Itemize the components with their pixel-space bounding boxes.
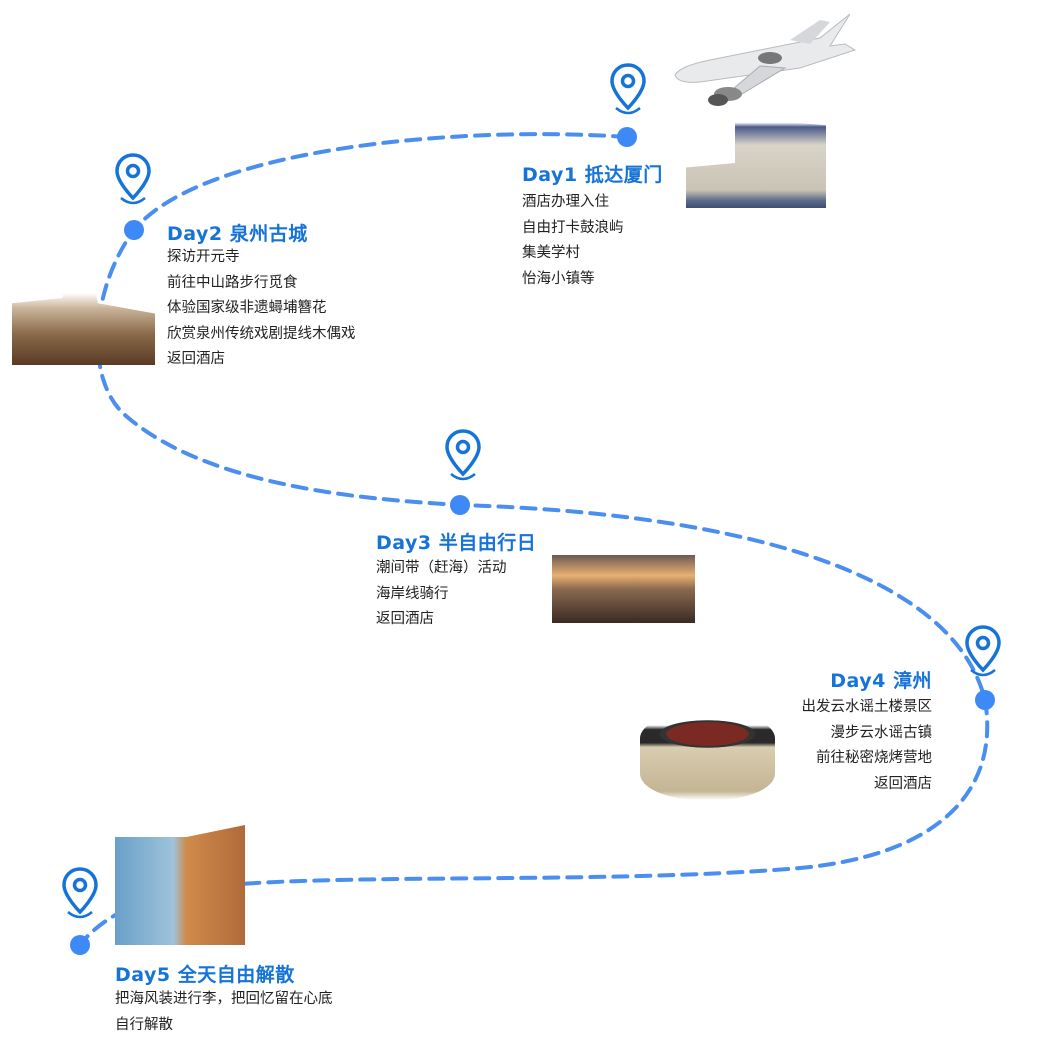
day2-item: 欣赏泉州传统戏剧提线木偶戏: [167, 325, 356, 342]
location-pin-icon: [115, 153, 151, 205]
day4-items: 出发云水谣土楼景区 漫步云水谣古镇 前往秘密烧烤营地 返回酒店: [802, 695, 933, 797]
day3-title: Day3 半自由行日: [376, 532, 537, 554]
location-pin-icon: [965, 625, 1001, 677]
day3-dot: [450, 495, 470, 515]
day1-dot: [617, 127, 637, 147]
seaside-photo: [115, 825, 245, 945]
day2-item: 前往中山路步行觅食: [167, 274, 298, 291]
location-pin-icon: [610, 63, 646, 115]
day4-dot: [975, 690, 995, 710]
day3-items: 潮间带（赶海）活动 海岸线骑行 返回酒店: [376, 556, 507, 633]
day3-item: 潮间带（赶海）活动: [376, 560, 507, 576]
day4-item: 出发云水谣土楼景区: [801, 699, 933, 715]
day1-item: 怡海小镇等: [522, 270, 595, 287]
airplane-image: [674, 13, 857, 106]
day5-dot: [70, 935, 90, 955]
day4-item: 返回酒店: [874, 775, 932, 792]
day1-title: Day1 抵达厦门: [522, 164, 663, 186]
day4-title: Day4 漳州: [830, 670, 932, 692]
day5-item: 把海风装进行李，把回忆留在心底: [115, 991, 333, 1007]
day4-item: 前往秘密烧烤营地: [816, 750, 932, 766]
day2-items: 探访开元寺 前往中山路步行觅食 体验国家级非遗蟳埔簪花 欣赏泉州传统戏剧提线木偶…: [167, 245, 356, 373]
day4-item: 漫步云水谣古镇: [830, 724, 933, 741]
day3-item: 海岸线骑行: [376, 585, 449, 602]
day2-dot: [124, 220, 144, 240]
family-beach-photo: [552, 555, 695, 623]
day5-item: 自行解散: [115, 1016, 173, 1033]
day1-item: 自由打卡鼓浪屿: [522, 219, 624, 236]
day1-items: 酒店办理入住 自由打卡鼓浪屿 集美学村 怡海小镇等: [522, 190, 624, 292]
day1-item: 酒店办理入住: [522, 194, 609, 210]
day5-items: 把海风装进行李，把回忆留在心底 自行解散: [115, 987, 333, 1038]
day3-item: 返回酒店: [376, 611, 434, 627]
day2-item: 探访开元寺: [167, 249, 240, 265]
day5-title: Day5 全天自由解散: [115, 964, 295, 986]
day2-title: Day2 泉州古城: [167, 223, 308, 245]
day2-item: 体验国家级非遗蟳埔簪花: [167, 300, 327, 316]
day1-item: 集美学村: [522, 245, 580, 261]
day2-item: 返回酒店: [167, 351, 225, 367]
tulou-photo: [640, 712, 775, 800]
location-pin-icon: [445, 429, 481, 481]
location-pin-icon: [62, 867, 98, 919]
